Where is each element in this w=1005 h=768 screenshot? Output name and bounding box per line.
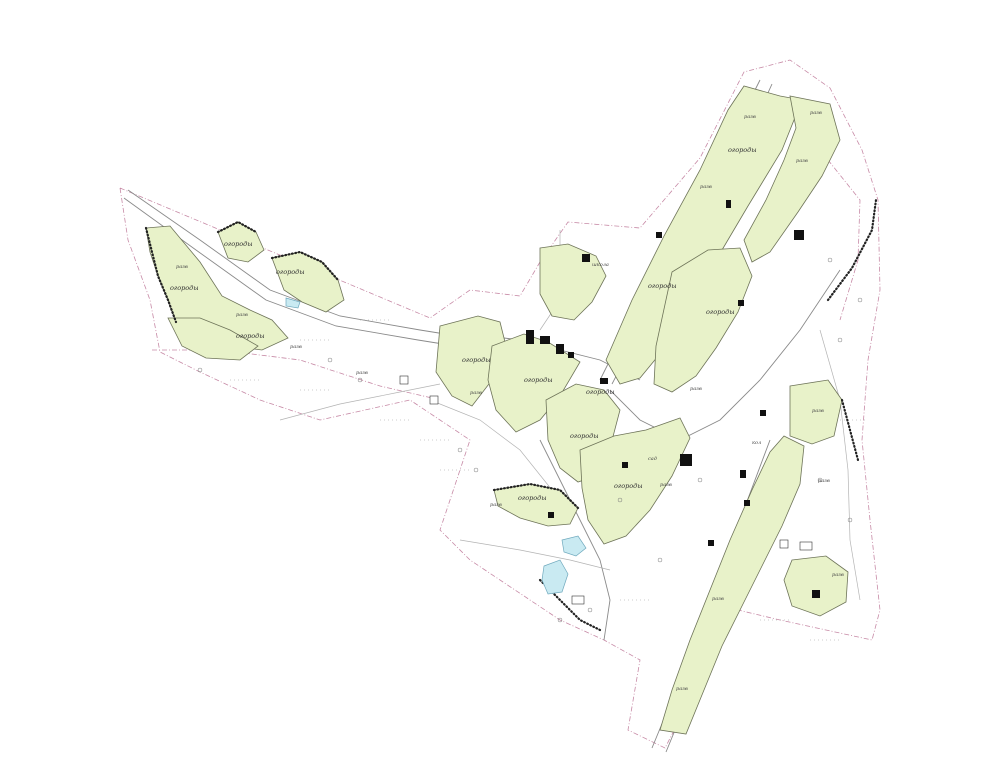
vegetation-group <box>197 257 863 623</box>
field-edge-far-east <box>840 398 860 462</box>
road-west-2 <box>123 197 469 349</box>
label-kolkhoz: кол <box>752 440 761 446</box>
parcel-se-right-2 <box>783 555 849 617</box>
label-razv-west-4: разв <box>356 370 368 376</box>
district-boundary-west <box>152 349 433 399</box>
label-razv-se-5: разв <box>676 686 688 692</box>
field-edge-east <box>826 198 878 302</box>
road-east-loop <box>819 329 861 601</box>
parcel-se-right-1 <box>789 379 843 445</box>
parcel-west-2 <box>217 221 265 263</box>
label-razv-se-2: разв <box>818 478 830 484</box>
building <box>726 200 731 208</box>
pond-main <box>541 559 569 595</box>
label-razv-ne-4: разв <box>796 158 808 164</box>
stream-west <box>285 297 301 309</box>
building-outline <box>429 395 439 405</box>
road-diagonal <box>429 399 561 501</box>
label-ogorody-central-2: огороды <box>524 376 553 384</box>
label-shkola: школа <box>592 262 609 268</box>
building <box>794 230 804 240</box>
parcel-se-strip <box>659 435 805 735</box>
building-outline <box>779 539 789 549</box>
settlement-boundary <box>119 59 881 749</box>
road-central-south <box>539 439 611 641</box>
building <box>744 500 750 506</box>
outlined-buildings-group <box>399 375 813 605</box>
building-outline <box>799 541 813 551</box>
scrub-marks <box>230 319 866 641</box>
building <box>708 540 714 546</box>
label-razv-ne-3: разв <box>810 110 822 116</box>
building <box>540 336 550 344</box>
label-razv-se-1: разв <box>812 408 824 414</box>
label-ogorody-central-4: огороды <box>570 432 599 440</box>
label-razv-west: разв <box>176 264 188 270</box>
road-southeast <box>609 269 841 441</box>
label-razv-ne-1: разв <box>744 114 756 120</box>
building-outline <box>399 375 409 385</box>
pond-small <box>561 535 587 557</box>
field-edge-west-1 <box>144 226 178 324</box>
building <box>760 410 766 416</box>
parcel-central-5 <box>579 417 691 545</box>
label-ogorody-west-2: огороды <box>224 240 253 248</box>
label-ogorody-central-1: огороды <box>462 356 491 364</box>
map-labels: огороды разв огороды огороды разв огород… <box>170 110 844 692</box>
parcel-ne-east <box>743 95 841 263</box>
label-ogorody-west-3: огороды <box>276 268 305 276</box>
building <box>582 254 590 262</box>
label-ogorody-central-3: огороды <box>586 388 615 396</box>
buildings-group <box>526 200 820 598</box>
field-edge-west-2 <box>216 220 258 234</box>
building <box>622 462 628 468</box>
parcel-ne-main <box>605 85 803 385</box>
building <box>556 344 564 354</box>
label-sad: сад <box>648 456 657 462</box>
label-razv-se-4: разв <box>712 596 724 602</box>
label-razv-se-3: разв <box>832 572 844 578</box>
road-southwest <box>459 539 611 571</box>
parcel-west-4 <box>167 317 259 361</box>
label-ogorody-west: огороды <box>170 284 199 292</box>
label-razv-south: разв <box>490 502 502 508</box>
label-razv-west-3: разв <box>290 344 302 350</box>
label-razv-ne-2: разв <box>700 184 712 190</box>
field-edge-west-3 <box>270 250 340 282</box>
building <box>680 454 692 466</box>
building <box>812 590 820 598</box>
building <box>656 232 662 238</box>
district-boundary-east <box>827 159 861 321</box>
road-track <box>279 383 441 421</box>
label-razv-west-2: разв <box>236 312 248 318</box>
label-razv-central-2: разв <box>660 482 672 488</box>
building <box>548 512 554 518</box>
label-razv-central: разв <box>470 390 482 396</box>
parcel-west-3 <box>271 251 345 313</box>
label-razv-ne-5: разв <box>690 386 702 392</box>
building <box>738 300 744 306</box>
label-ogorody-ne-2: огороды <box>648 282 677 290</box>
parcel-ne-lower <box>653 247 753 393</box>
field-edge-south-central <box>492 482 580 510</box>
building <box>568 352 574 358</box>
label-ogorody-ne-3: огороды <box>706 308 735 316</box>
building-outline <box>571 595 585 605</box>
label-ogorody-ne: огороды <box>728 146 757 154</box>
label-ogorody-south: огороды <box>518 494 547 502</box>
label-ogorody-central-5: огороды <box>614 482 643 490</box>
label-ogorody-west-4: огороды <box>236 332 265 340</box>
parcel-central-3 <box>539 243 607 321</box>
building <box>600 378 608 384</box>
building <box>526 330 534 344</box>
building <box>740 470 746 478</box>
